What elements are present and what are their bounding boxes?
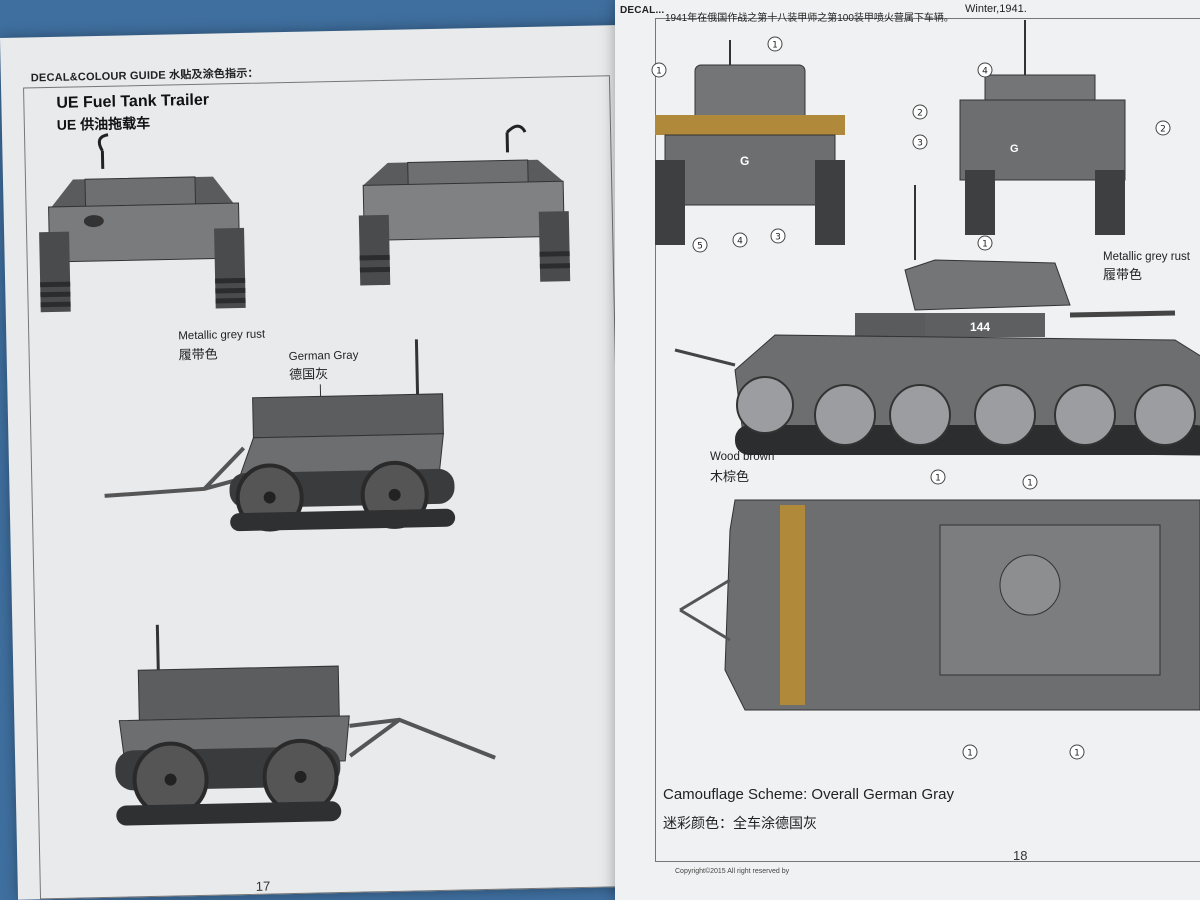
svg-text:1: 1: [1074, 749, 1080, 759]
tank-side-view: 1 144: [674, 185, 1200, 456]
tank-rear-view: G 4 2 3 2: [912, 20, 1171, 235]
tank-track-label-cn: 履带色: [1103, 267, 1143, 282]
camouflage-scheme: Camouflage Scheme: Overall German Gray: [663, 786, 954, 803]
svg-text:G: G: [740, 154, 749, 168]
turret-number: 144: [970, 320, 990, 334]
svg-text:1: 1: [1027, 479, 1033, 489]
svg-text:3: 3: [917, 139, 923, 149]
trailer-rear-view: [358, 124, 571, 286]
svg-text:1: 1: [656, 67, 662, 77]
svg-text:4: 4: [737, 237, 743, 247]
left-page: DECAL&COLOUR GUIDE 水贴及涂色指示： UE Fuel Tank…: [0, 24, 643, 900]
wood-color-label: Wood brown: [710, 451, 775, 463]
left-page-number: 17: [255, 878, 271, 894]
camouflage-scheme-cn: 迷彩颜色：全车涂德国灰: [663, 815, 817, 831]
left-header: DECAL&COLOUR GUIDE 水贴及涂色指示：: [30, 67, 259, 85]
svg-text:1: 1: [967, 749, 973, 759]
copyright: Copyright©2015 All right reserved by: [675, 868, 790, 875]
trailer-side-view-right: [104, 339, 456, 532]
svg-text:1: 1: [935, 474, 941, 484]
svg-text:4: 4: [982, 67, 988, 77]
right-header: DECAL...: [620, 5, 665, 16]
right-page: DECAL... Winter,1941. 1941年在俄国作战之第十八装甲师之…: [615, 0, 1200, 900]
right-page-frame: [655, 18, 1200, 862]
option-text-2: 1941年在俄国作战之第十八装甲师之第100装甲喷火营属下车辆。: [665, 13, 954, 24]
tank-front-view: G 1 1 5 4 3: [651, 36, 845, 253]
svg-text:G: G: [1010, 143, 1019, 155]
trailer-front-view: [39, 133, 246, 313]
trailer-side-view-left: [115, 624, 496, 826]
wood-color-label-cn: 木棕色: [710, 469, 750, 484]
trailer-title: UE Fuel Tank Trailer: [56, 91, 210, 112]
svg-text:1: 1: [772, 41, 778, 51]
svg-text:1: 1: [982, 240, 988, 250]
tank-track-label: Metallic grey rust: [1103, 251, 1190, 263]
tank-top-view: 1 1 1 1: [679, 469, 1200, 760]
svg-text:3: 3: [775, 233, 781, 243]
option-text-1: Winter,1941.: [965, 3, 1027, 15]
svg-text:5: 5: [697, 242, 703, 252]
svg-text:2: 2: [1160, 125, 1166, 135]
right-page-number: 18: [1013, 848, 1028, 863]
svg-text:2: 2: [917, 109, 923, 119]
